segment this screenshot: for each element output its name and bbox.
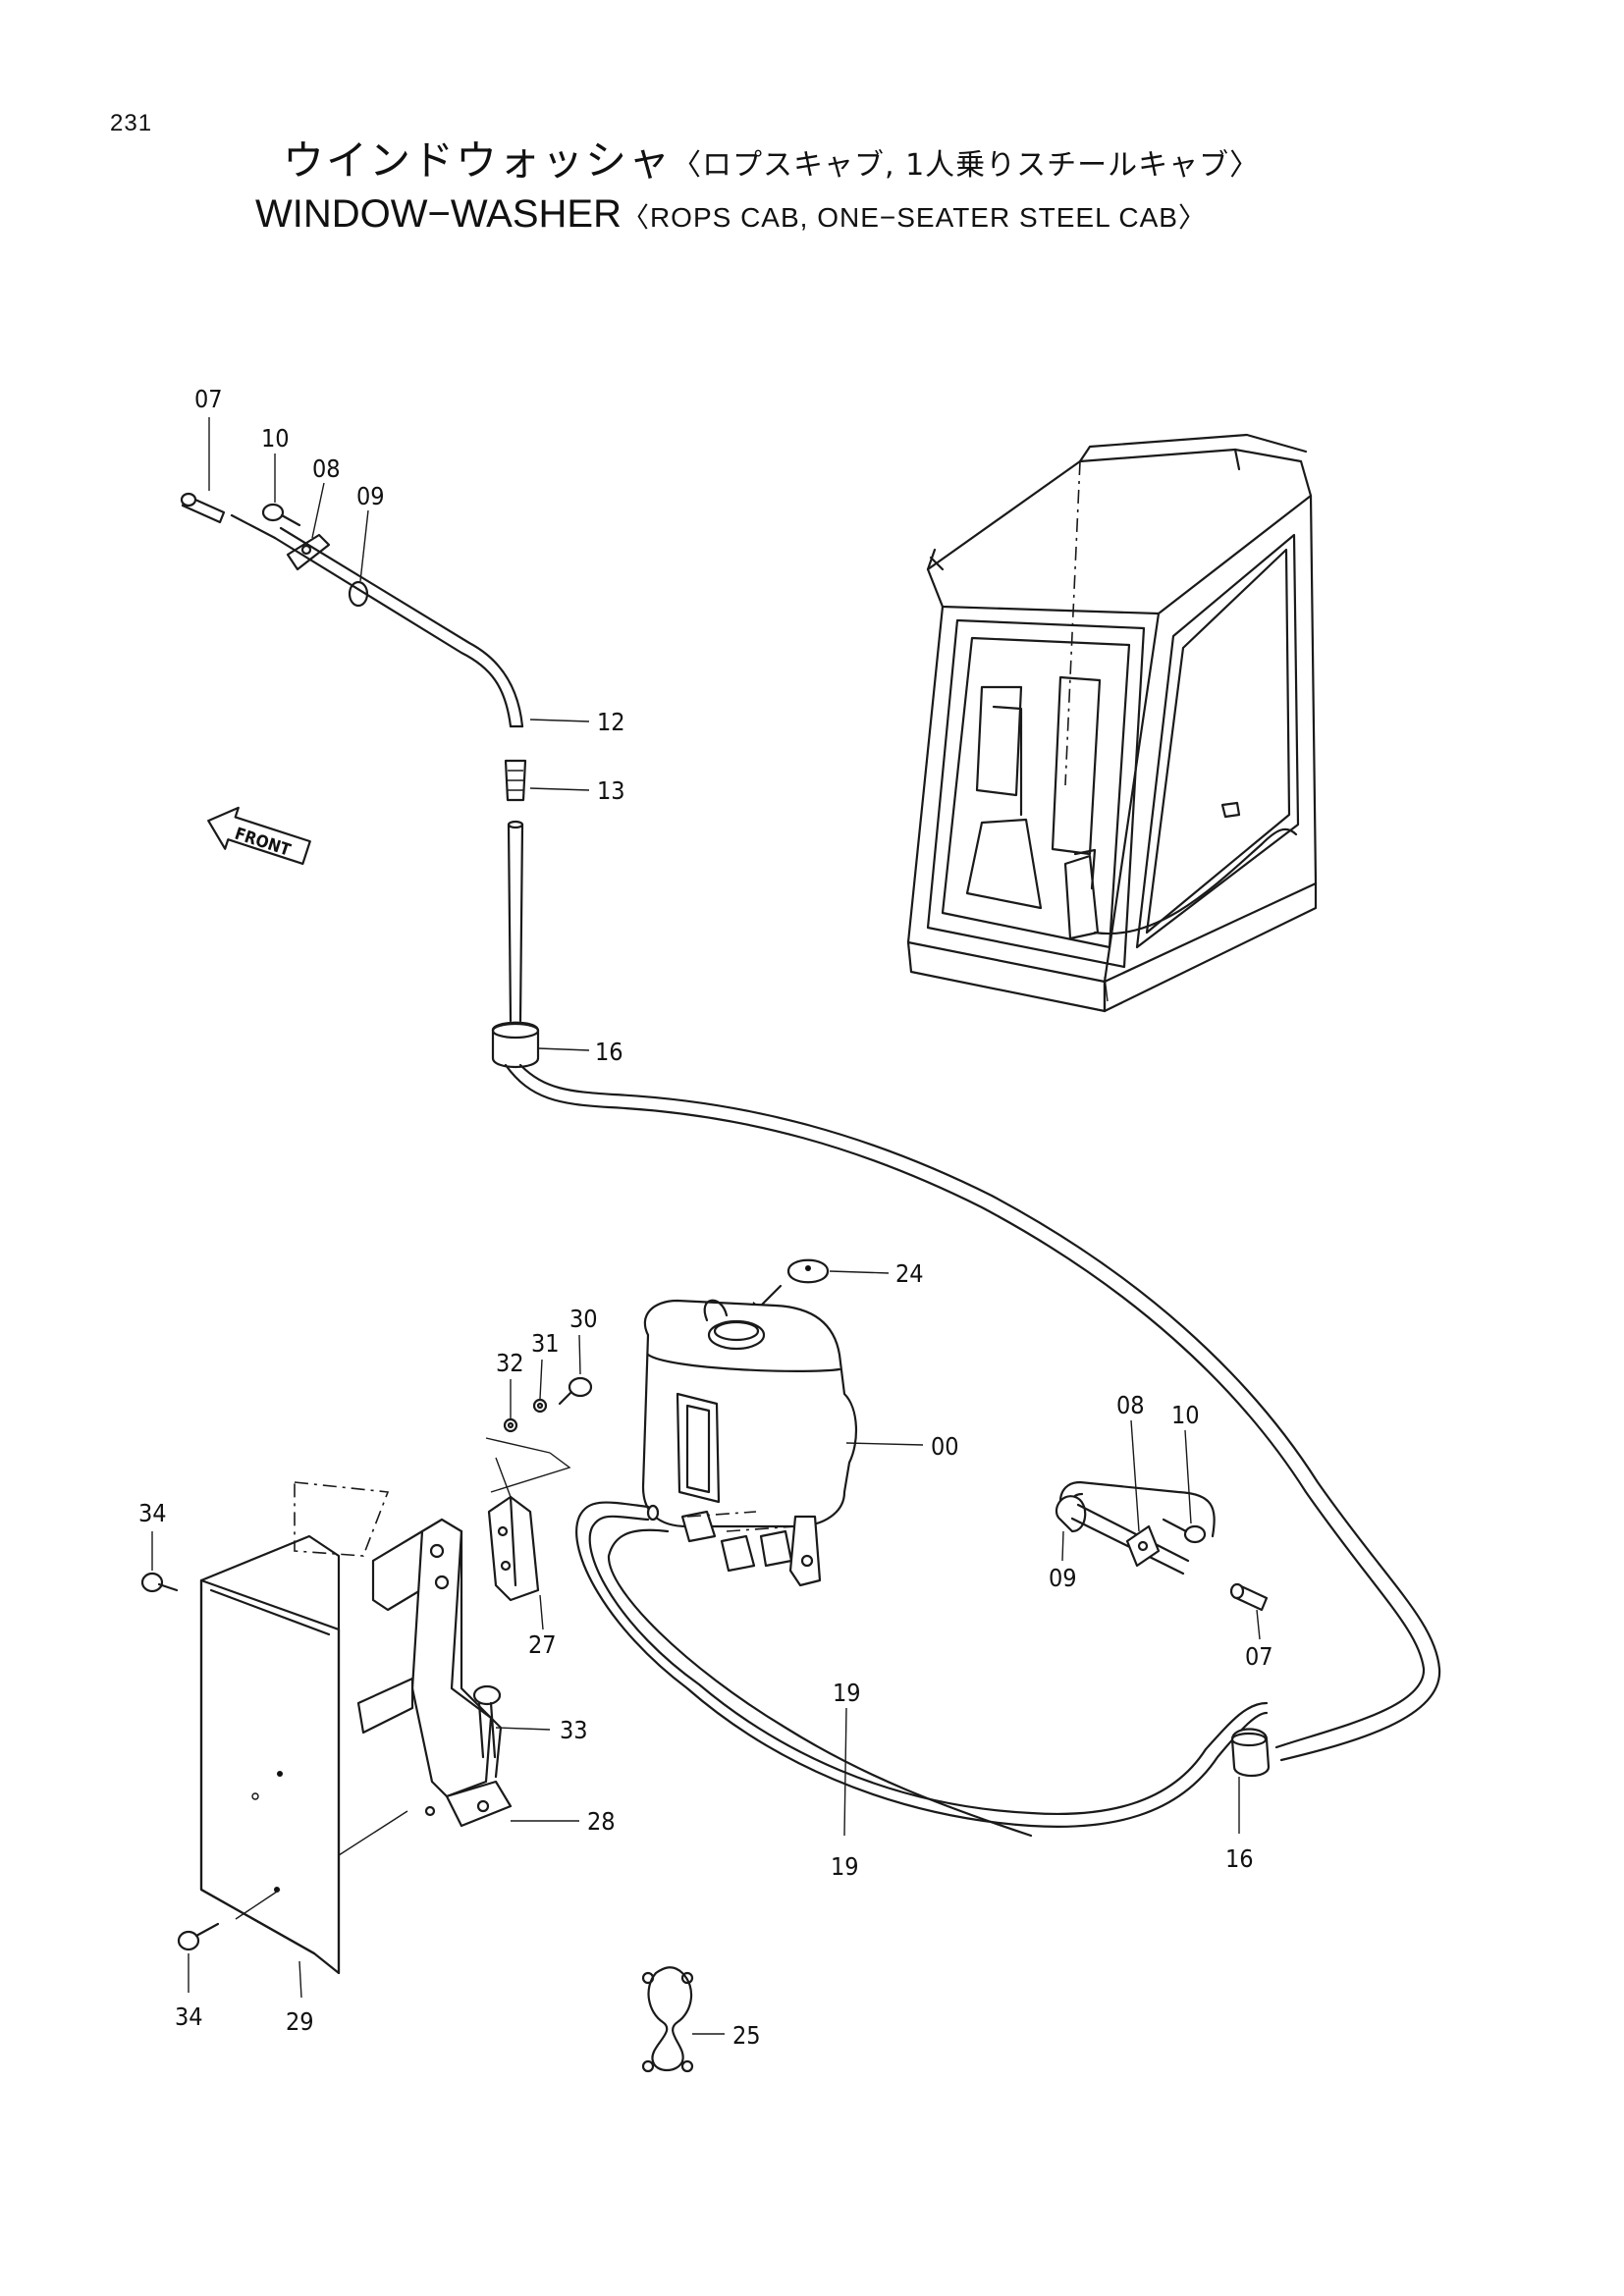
part-label-34-top: 34: [138, 1499, 167, 1527]
hardware-30-31-32: [485, 1376, 593, 1493]
part-label-00: 00: [931, 1432, 959, 1461]
title-english: WINDOW−WASHER〈ROPS CAB, ONE−SEATER STEEL…: [255, 192, 1207, 237]
part-label-31: 31: [531, 1329, 560, 1358]
part-label-28: 28: [587, 1807, 616, 1836]
plate-29: [140, 1481, 408, 1975]
part-label-13: 13: [597, 776, 625, 805]
part-label-32: 32: [496, 1349, 524, 1377]
part-label-08-top: 08: [312, 454, 341, 483]
clip-25: [641, 1966, 694, 2073]
title-en-sub: 〈ROPS CAB, ONE−SEATER STEEL CAB〉: [621, 202, 1207, 233]
part-label-10-right: 10: [1171, 1401, 1200, 1429]
part-label-19-top: 19: [833, 1679, 861, 1707]
part-label-09-top: 09: [356, 482, 385, 510]
front-direction-arrow: FRONT: [207, 806, 311, 866]
leader-lines: [151, 417, 1261, 2035]
part-label-27: 27: [528, 1630, 557, 1659]
part-label-07-top: 07: [194, 385, 223, 413]
part-label-33: 33: [560, 1716, 588, 1744]
part-label-25: 25: [732, 2021, 761, 2050]
title-japanese: ウインドウォッシャ〈ロプスキャブ, 1人乗りスチールキャブ〉: [283, 128, 1260, 187]
upper-nozzle-assembly: [180, 492, 1441, 1762]
right-nozzle-assembly: [1055, 1495, 1271, 1778]
title-en-main: WINDOW−WASHER: [255, 192, 622, 236]
part-label-24: 24: [895, 1259, 924, 1288]
part-label-08-right: 08: [1116, 1391, 1145, 1419]
part-label-07-right: 07: [1245, 1642, 1273, 1671]
part-label-30: 30: [569, 1305, 598, 1333]
part-label-10-top: 10: [261, 424, 290, 453]
title-jp-sub: 〈ロプスキャブ, 1人乗りスチールキャブ〉: [672, 148, 1261, 183]
part-number-labels: 07 10 08 09 12 13 16 24 30 31 32 00 08 1…: [138, 385, 1273, 2050]
part-label-34-bottom: 34: [175, 2002, 203, 2031]
page-number: 231: [110, 110, 153, 136]
title-jp-main: ウインドウォッシャ: [283, 136, 673, 185]
bracket-27: [487, 1457, 540, 1602]
support-frame-28: [356, 1518, 513, 1828]
part-label-29: 29: [286, 2007, 314, 2036]
part-label-16-right: 16: [1225, 1844, 1254, 1873]
part-label-12: 12: [597, 708, 625, 736]
part-label-09-right: 09: [1049, 1564, 1077, 1592]
part-label-16-top: 16: [595, 1038, 623, 1066]
washer-tank-assembly: [575, 1258, 1269, 1838]
part-label-19-bottom: 19: [831, 1852, 859, 1881]
cab-illustration: [906, 433, 1318, 1013]
